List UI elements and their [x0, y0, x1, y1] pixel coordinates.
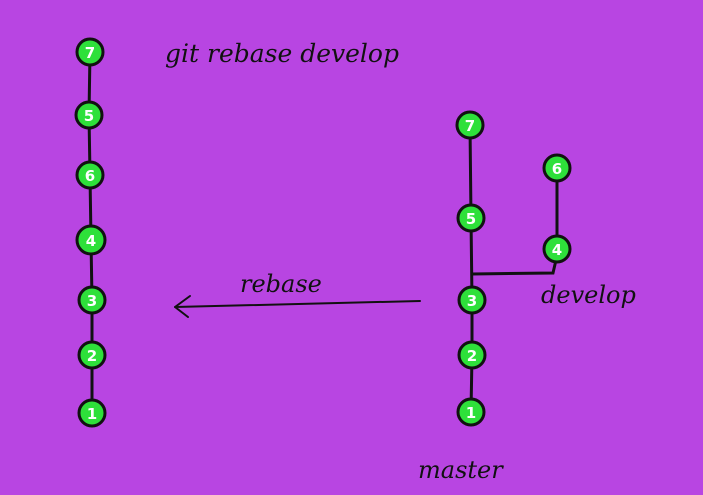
- left-commit-6: 6: [75, 160, 105, 190]
- svg-text:5: 5: [466, 210, 476, 228]
- master-commit-1: 1: [456, 397, 486, 427]
- master-commit-7: 7: [455, 110, 485, 140]
- svg-text:6: 6: [85, 167, 95, 185]
- left-commit-3: 3: [77, 285, 107, 315]
- svg-text:2: 2: [467, 347, 477, 365]
- left-commit-5: 5: [74, 100, 104, 130]
- title-label: git rebase develop: [165, 39, 399, 68]
- left-commit-7: 7: [75, 37, 105, 67]
- svg-text:4: 4: [86, 232, 96, 250]
- rebase-label: rebase: [240, 270, 322, 298]
- develop-commit-6: 6: [542, 153, 572, 183]
- svg-text:7: 7: [85, 44, 95, 62]
- master-label: master: [418, 456, 504, 484]
- svg-text:3: 3: [87, 292, 97, 310]
- left-commit-1: 1: [77, 398, 107, 428]
- rebase-arrow: [174, 295, 421, 318]
- left-commit-4: 4: [75, 224, 107, 256]
- svg-text:3: 3: [467, 292, 477, 310]
- master-commit-5: 5: [456, 203, 486, 233]
- svg-text:7: 7: [465, 117, 475, 135]
- svg-text:5: 5: [84, 107, 94, 125]
- master-commit-3: 3: [457, 285, 487, 315]
- left-commit-2: 2: [77, 340, 107, 370]
- develop-commit-4: 4: [542, 234, 572, 264]
- master-commit-2: 2: [457, 340, 487, 370]
- svg-text:6: 6: [552, 160, 562, 178]
- svg-text:4: 4: [552, 241, 562, 259]
- develop-label: develop: [541, 281, 636, 309]
- svg-text:1: 1: [466, 404, 476, 422]
- svg-text:2: 2: [87, 347, 97, 365]
- svg-text:1: 1: [87, 405, 97, 423]
